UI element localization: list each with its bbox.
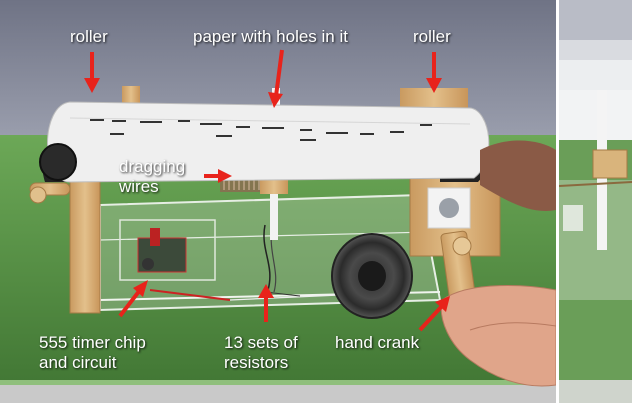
paper-belt	[29, 101, 490, 204]
table-edge	[0, 384, 556, 403]
side-detail-photo	[559, 0, 632, 403]
arrow-hand-crank	[418, 296, 450, 332]
arrow-roller-left	[84, 52, 100, 93]
label-paper: paper with holes in it	[193, 27, 348, 46]
hand	[440, 140, 556, 387]
label-timer-circuit: 555 timer chip and circuit	[39, 333, 146, 372]
side-detail-illustration	[559, 0, 632, 403]
photo-divider	[556, 0, 559, 403]
arrow-roller-right	[426, 52, 442, 93]
speaker	[331, 233, 413, 319]
arrow-dragging-wires	[204, 169, 232, 183]
label-dragging-wires: dragging wires	[119, 157, 186, 196]
left-upright	[69, 86, 140, 314]
label-resistors: 13 sets of resistors	[224, 333, 298, 372]
arrow-resistors	[258, 284, 274, 322]
music-box-illustration	[0, 0, 556, 403]
arrow-timer	[118, 280, 148, 318]
annotation-arrows	[84, 49, 450, 332]
label-roller-right: roller	[413, 27, 451, 46]
timer-circuit	[137, 228, 341, 301]
label-roller-left: roller	[70, 27, 108, 46]
label-hand-crank: hand crank	[335, 333, 420, 352]
paper-holes	[90, 119, 432, 141]
music-box-photo: roller paper with holes in it roller dra…	[0, 0, 556, 403]
arrow-paper	[268, 49, 284, 108]
